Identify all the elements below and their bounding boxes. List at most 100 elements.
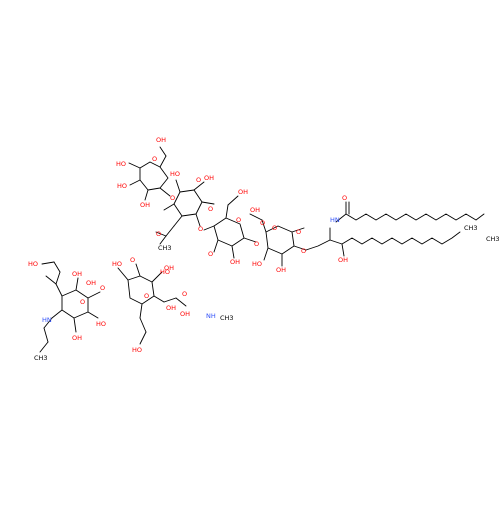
atom-label: O: [182, 290, 187, 298]
bond: [139, 161, 169, 191]
atom-label: O: [196, 176, 201, 184]
atom-label: CH3: [486, 235, 500, 243]
bond: [51, 309, 63, 319]
bond: [175, 179, 181, 193]
bond: [293, 245, 307, 251]
bond: [265, 225, 295, 255]
bond: [249, 213, 263, 221]
bond: [173, 189, 203, 217]
atom-label: O: [152, 155, 157, 163]
atom-label: O: [260, 219, 265, 227]
bond: [193, 181, 205, 191]
bond: [159, 155, 167, 168]
atom-label: O: [208, 250, 213, 258]
bond: [153, 295, 165, 303]
atom-label: OH: [140, 201, 150, 209]
bond: [155, 231, 167, 237]
bond: [139, 331, 147, 345]
atom-label: O: [156, 230, 161, 238]
bond: [41, 261, 55, 265]
atom-label: O: [272, 224, 277, 232]
atom-label: O: [301, 247, 306, 255]
atom-label: OH: [276, 266, 286, 274]
bond: [43, 317, 53, 329]
bond: [45, 275, 57, 285]
atom-label: HO: [252, 260, 262, 268]
bond: [117, 267, 129, 281]
atom-label: OH: [166, 304, 176, 312]
bond: [203, 225, 215, 231]
atom-label: HO: [117, 182, 127, 190]
bond: [144, 189, 149, 201]
atom-label: OH: [238, 188, 248, 196]
bond: [43, 327, 49, 343]
atom-label: OH: [72, 270, 82, 278]
atom-label: OH: [250, 206, 260, 214]
atom-label: HN: [330, 216, 340, 224]
atom-label: O: [130, 256, 135, 264]
atom-label: CH3: [34, 354, 48, 362]
bond: [139, 303, 143, 319]
bond: [201, 201, 215, 205]
bond: [139, 317, 147, 333]
atom-label: HO: [160, 268, 170, 276]
atom-label: HN: [42, 316, 52, 324]
atom-label: O: [296, 228, 301, 236]
bond: [261, 219, 267, 233]
bond: [129, 179, 141, 186]
bond: [175, 297, 187, 307]
atom-label: O: [80, 298, 85, 306]
atom-label-layer: OH HO HO OH HO O O OH O OH O O O OH O O …: [28, 136, 500, 362]
atom-label: OH: [180, 310, 190, 318]
bond: [159, 235, 167, 245]
atom-label: O: [342, 194, 347, 202]
atom-label: CH3: [220, 314, 234, 322]
atom-label: O: [208, 205, 213, 213]
atom-label: O: [236, 216, 241, 224]
bond: [53, 261, 61, 273]
bond: [263, 247, 269, 261]
bond: [165, 225, 175, 237]
bond: [127, 275, 155, 305]
bond: [151, 271, 163, 283]
atom-label: HO: [170, 170, 180, 178]
atom-label: NH: [206, 312, 216, 320]
atom-label: CH3: [158, 244, 172, 252]
atom-label: HO: [96, 320, 106, 328]
bond: [341, 243, 345, 257]
bond: [335, 213, 347, 223]
bond-layer: [39, 146, 485, 353]
bond: [225, 204, 229, 219]
bond: [39, 341, 49, 353]
bond: [173, 215, 183, 227]
bond: [243, 237, 257, 243]
bond: [163, 203, 175, 211]
bond: [87, 291, 101, 299]
atom-label: HO: [112, 260, 122, 268]
bond: [128, 162, 141, 169]
atom-label: HO: [28, 260, 38, 268]
bond: [305, 239, 343, 251]
bond: [213, 239, 219, 253]
atom-label: OH: [156, 136, 166, 144]
bond: [291, 227, 305, 233]
atom-label: HO: [116, 160, 126, 168]
atom-label: OH: [338, 256, 348, 264]
atom-label: OH: [72, 334, 82, 342]
bond: [55, 271, 61, 285]
bond: [341, 231, 461, 245]
bond: [159, 187, 171, 197]
bond: [87, 311, 99, 319]
atom-label: OH: [230, 258, 240, 266]
bond: [195, 213, 201, 227]
bond: [345, 213, 485, 221]
bond: [227, 195, 239, 206]
bond: [231, 245, 235, 259]
atom-label: OH: [204, 174, 214, 182]
bond: [159, 146, 167, 157]
atom-label: O: [170, 194, 175, 202]
bond: [135, 263, 141, 277]
atom-label: CH3: [464, 224, 478, 232]
